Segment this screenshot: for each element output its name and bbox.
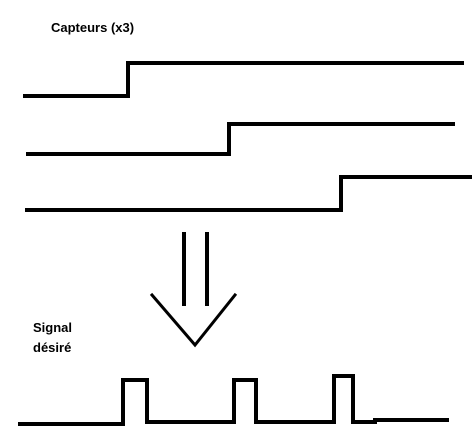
sensor-3-step-signal [25,175,472,212]
sensor-1-step-signal [23,61,464,98]
desired-signal-label-line2: désiré [33,340,72,355]
arrow-head-icon [149,292,238,348]
desired-pulse-signal [18,374,449,426]
sensors-title: Capteurs (x3) [51,20,135,35]
desired-signal-label-line1: Signal [33,320,73,335]
sensor-2-step-signal [26,122,455,156]
